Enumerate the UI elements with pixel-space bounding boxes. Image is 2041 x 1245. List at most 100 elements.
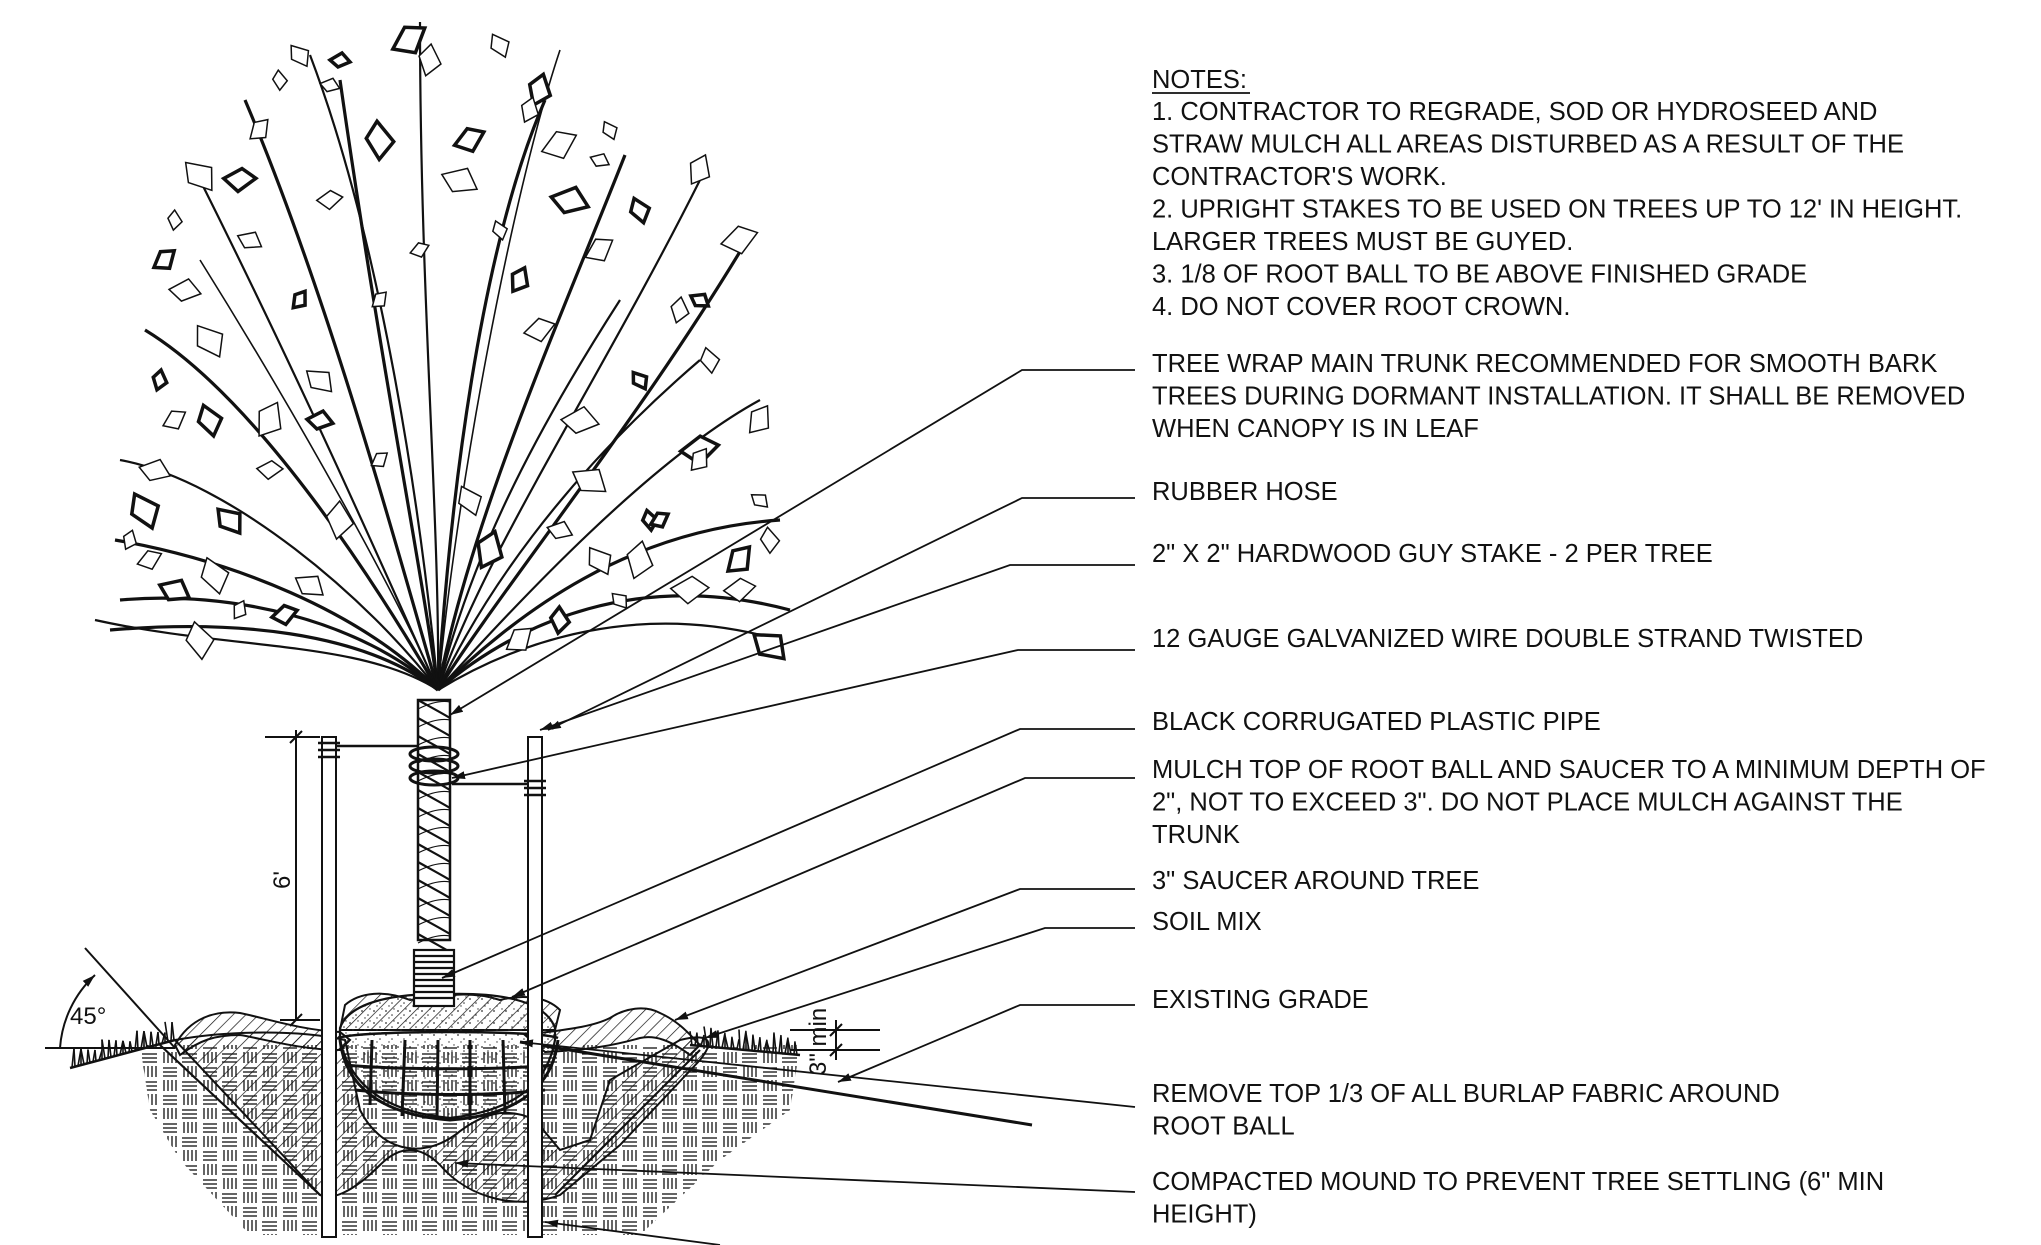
leaf bbox=[669, 575, 711, 605]
leaf bbox=[688, 292, 711, 308]
callout-label: WHEN CANOPY IS IN LEAF bbox=[1152, 415, 1479, 443]
leaf bbox=[759, 525, 781, 555]
tree-leaves bbox=[122, 25, 786, 661]
leaf bbox=[418, 42, 442, 77]
turf-grass-left bbox=[69, 1021, 176, 1070]
grass-blade bbox=[87, 1049, 91, 1063]
callout-label: ROOT BALL bbox=[1152, 1113, 1295, 1141]
tree-trunk bbox=[408, 698, 460, 1008]
branch bbox=[436, 594, 791, 692]
leaf bbox=[364, 118, 396, 163]
grass-blade bbox=[759, 1038, 762, 1052]
callout-leader bbox=[674, 888, 1135, 1021]
leaf bbox=[136, 549, 163, 571]
leaf bbox=[220, 166, 259, 194]
callout-label: COMPACTED MOUND TO PREVENT TREE SETTLING… bbox=[1152, 1168, 1884, 1196]
leaf bbox=[571, 468, 607, 493]
guy-stake-left[interactable] bbox=[318, 736, 340, 1238]
leaf bbox=[510, 265, 530, 294]
leaf bbox=[690, 447, 708, 472]
grass-blade bbox=[752, 1035, 756, 1051]
grass-blade bbox=[731, 1037, 735, 1050]
grass-blade bbox=[745, 1033, 750, 1051]
callout-leader bbox=[454, 1159, 1136, 1193]
grass-blade bbox=[94, 1049, 97, 1062]
callout-label: 2" X 2" HARDWOOD GUY STAKE - 2 PER TREE bbox=[1152, 540, 1713, 568]
note-line: STRAW MULCH ALL AREAS DISTURBED AS A RES… bbox=[1152, 131, 1904, 159]
leaf bbox=[161, 410, 187, 430]
note-line: CONTRACTOR'S WORK. bbox=[1152, 163, 1447, 191]
callout-label: 12 GAUGE GALVANIZED WIRE DOUBLE STRAND T… bbox=[1152, 625, 1863, 653]
grass-blade bbox=[150, 1031, 154, 1046]
leaf bbox=[151, 248, 177, 271]
leaf bbox=[138, 458, 172, 482]
note-line: 2. UPRIGHT STAKES TO BE USED ON TREES UP… bbox=[1152, 196, 1962, 224]
leaf bbox=[522, 317, 557, 343]
callout-labels: TREE WRAP MAIN TRUNK RECOMMENDED FOR SMO… bbox=[1152, 350, 1986, 1229]
leaf bbox=[304, 408, 336, 431]
grass-blade bbox=[129, 1041, 133, 1052]
leaf bbox=[647, 511, 671, 529]
leaf bbox=[325, 499, 355, 541]
leaf bbox=[548, 604, 572, 637]
leaf bbox=[268, 603, 301, 627]
leaf bbox=[327, 50, 353, 70]
callout-leader bbox=[837, 1004, 1135, 1083]
leaf bbox=[490, 33, 510, 59]
leaf bbox=[370, 452, 389, 468]
note-line: 3. 1/8 OF ROOT BALL TO BE ABOVE FINISHED… bbox=[1152, 261, 1807, 289]
grass-blade bbox=[780, 1036, 783, 1054]
leaf bbox=[200, 556, 230, 596]
branch bbox=[144, 328, 440, 691]
branch bbox=[436, 154, 627, 691]
branch bbox=[114, 538, 440, 692]
corrugated-pipe bbox=[412, 948, 456, 1008]
callout-leader bbox=[449, 369, 1135, 716]
leaf bbox=[670, 295, 690, 324]
leaf bbox=[318, 77, 341, 93]
leaf bbox=[196, 324, 224, 358]
saucer-depth-label: 3" min bbox=[805, 1008, 832, 1075]
grass-blade bbox=[766, 1041, 771, 1053]
grass-blade bbox=[724, 1035, 729, 1049]
leaf bbox=[315, 189, 344, 211]
leaf bbox=[725, 544, 752, 574]
callout-label: TRUNK bbox=[1152, 821, 1240, 849]
leaf bbox=[476, 528, 504, 571]
branch bbox=[109, 625, 439, 692]
leaf bbox=[719, 225, 759, 255]
callout-label: BLACK CORRUGATED PLASTIC PIPE bbox=[1152, 708, 1601, 736]
leaf bbox=[588, 546, 612, 576]
leaf bbox=[584, 238, 614, 262]
note-line: LARGER TREES MUST BE GUYED. bbox=[1152, 228, 1573, 256]
leaf bbox=[157, 578, 192, 602]
leaf bbox=[722, 577, 757, 603]
grass-blade bbox=[136, 1030, 139, 1050]
grass-blade bbox=[736, 1039, 740, 1050]
callout-label: EXISTING GRADE bbox=[1152, 986, 1369, 1014]
leaf bbox=[451, 126, 487, 154]
leaf bbox=[122, 529, 138, 551]
callout-label: 2", NOT TO EXCEED 3". DO NOT PLACE MULCH… bbox=[1152, 789, 1903, 817]
burlap-fabric-line bbox=[519, 1040, 1033, 1127]
grass-blade bbox=[710, 1028, 714, 1048]
leaf bbox=[689, 153, 711, 186]
leaf bbox=[748, 404, 770, 434]
leaf bbox=[626, 539, 654, 580]
leaf bbox=[559, 405, 601, 435]
grass-blade bbox=[738, 1029, 741, 1050]
leaf bbox=[249, 118, 269, 140]
leaf bbox=[546, 520, 574, 540]
leaf bbox=[548, 185, 591, 215]
grass-blade bbox=[73, 1048, 76, 1067]
leaf bbox=[631, 370, 649, 392]
leaf bbox=[540, 130, 578, 160]
callout-leader bbox=[519, 1039, 1136, 1108]
leaf bbox=[750, 493, 769, 508]
leaf bbox=[628, 195, 652, 226]
leaf bbox=[699, 346, 721, 375]
callout-label: 3" SAUCER AROUND TREE bbox=[1152, 867, 1479, 895]
leaf bbox=[589, 152, 611, 167]
